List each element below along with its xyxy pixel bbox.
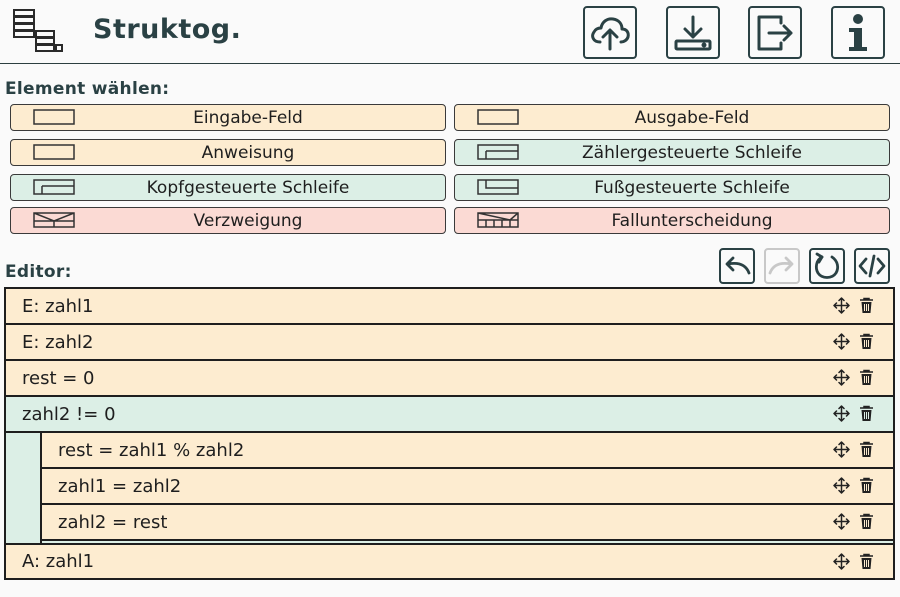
trash-icon[interactable] <box>858 513 875 530</box>
reset-button[interactable] <box>809 248 845 284</box>
row-text[interactable]: E: zahl1 <box>22 295 94 317</box>
trash-icon[interactable] <box>858 369 875 386</box>
palette-item-label: Fußgesteuerte Schleife <box>594 177 790 198</box>
row-text[interactable]: zahl2 != 0 <box>22 403 116 425</box>
palette-item-label: Kopfgesteuerte Schleife <box>146 177 350 198</box>
reset-icon <box>814 252 840 279</box>
palette-item-label: Zählergesteuerte Schleife <box>582 142 802 163</box>
download-button[interactable] <box>666 6 720 59</box>
case-icon <box>477 212 519 228</box>
insert-head-loop-button[interactable]: Kopfgesteuerte Schleife <box>10 174 446 201</box>
trash-icon[interactable] <box>858 441 875 458</box>
insert-input-field-button[interactable]: Eingabe-Feld <box>10 104 446 131</box>
move-arrows-icon[interactable] <box>833 333 850 350</box>
insert-foot-loop-button[interactable]: Fußgesteuerte Schleife <box>454 174 890 201</box>
row-text[interactable]: A: zahl1 <box>22 551 95 572</box>
download-tray-icon <box>674 15 712 50</box>
row-text[interactable]: rest = 0 <box>22 367 95 389</box>
trash-icon[interactable] <box>858 405 875 422</box>
insert-case-button[interactable]: Fallunterscheidung <box>454 207 890 234</box>
editor-row-statement[interactable]: rest = 0 <box>6 361 893 397</box>
trash-icon[interactable] <box>858 477 875 494</box>
app-header: Struktog. <box>0 0 900 64</box>
export-button[interactable] <box>748 6 802 59</box>
upload-button[interactable] <box>583 6 637 59</box>
struktog-logo-icon <box>13 9 63 52</box>
editor-heading: Editor: <box>5 262 72 282</box>
undo-button[interactable] <box>719 248 755 284</box>
input-field-icon <box>33 109 75 125</box>
cloud-upload-icon <box>591 16 630 50</box>
editor-row-statement[interactable]: zahl2 = rest <box>42 505 893 541</box>
trash-icon[interactable] <box>858 333 875 350</box>
editor-row-statement[interactable]: rest = zahl1 % zahl2 <box>42 433 893 469</box>
move-arrows-icon[interactable] <box>833 297 850 314</box>
palette-item-label: Eingabe-Feld <box>193 107 303 128</box>
code-icon <box>858 254 886 278</box>
branch-icon <box>33 212 75 228</box>
trash-icon[interactable] <box>858 297 875 314</box>
palette-item-label: Ausgabe-Feld <box>634 107 750 128</box>
editor-row-statement[interactable]: zahl1 = zahl2 <box>42 469 893 505</box>
app-title: Struktog. <box>93 14 242 45</box>
row-text[interactable]: rest = zahl1 % zahl2 <box>58 439 245 461</box>
statement-icon <box>33 144 75 160</box>
insert-output-field-button[interactable]: Ausgabe-Feld <box>454 104 890 131</box>
move-arrows-icon[interactable] <box>833 477 850 494</box>
trash-icon[interactable] <box>858 553 875 570</box>
loop-body: rest = zahl1 % zahl2 zahl1 = zahl2 zahl2… <box>40 433 893 543</box>
insert-branch-button[interactable]: Verzweigung <box>10 207 446 234</box>
editor-row-input[interactable]: E: zahl2 <box>6 325 893 361</box>
insert-statement-button[interactable]: Anweisung <box>10 139 446 166</box>
row-text[interactable]: E: zahl2 <box>22 331 94 353</box>
move-arrows-icon[interactable] <box>833 513 850 530</box>
editor-row-output[interactable]: A: zahl1 <box>6 543 893 578</box>
counter-loop-icon <box>477 144 519 160</box>
move-arrows-icon[interactable] <box>833 369 850 386</box>
editor-row-input[interactable]: E: zahl1 <box>6 289 893 325</box>
file-export-icon <box>757 15 793 50</box>
insert-counter-loop-button[interactable]: Zählergesteuerte Schleife <box>454 139 890 166</box>
head-loop-icon <box>33 179 75 195</box>
redo-icon <box>768 256 794 275</box>
foot-loop-icon <box>477 179 519 195</box>
palette-heading: Element wählen: <box>5 79 170 99</box>
row-text[interactable]: zahl2 = rest <box>58 511 168 533</box>
undo-icon <box>725 256 751 275</box>
palette-item-label: Anweisung <box>201 142 295 163</box>
palette-item-label: Verzweigung <box>193 210 303 231</box>
output-field-icon <box>477 109 519 125</box>
info-icon <box>849 13 867 51</box>
info-button[interactable] <box>831 6 885 59</box>
code-button[interactable] <box>854 248 890 284</box>
structogram-editor[interactable]: E: zahl1 E: zahl2 rest = 0 zahl2 != 0 re… <box>4 287 895 580</box>
move-arrows-icon[interactable] <box>833 405 850 422</box>
redo-button[interactable] <box>764 248 800 284</box>
move-arrows-icon[interactable] <box>833 441 850 458</box>
move-arrows-icon[interactable] <box>833 553 850 570</box>
editor-row-loop-header[interactable]: zahl2 != 0 <box>6 397 893 433</box>
row-text[interactable]: zahl1 = zahl2 <box>58 475 182 497</box>
palette-item-label: Fallunterscheidung <box>611 210 773 231</box>
